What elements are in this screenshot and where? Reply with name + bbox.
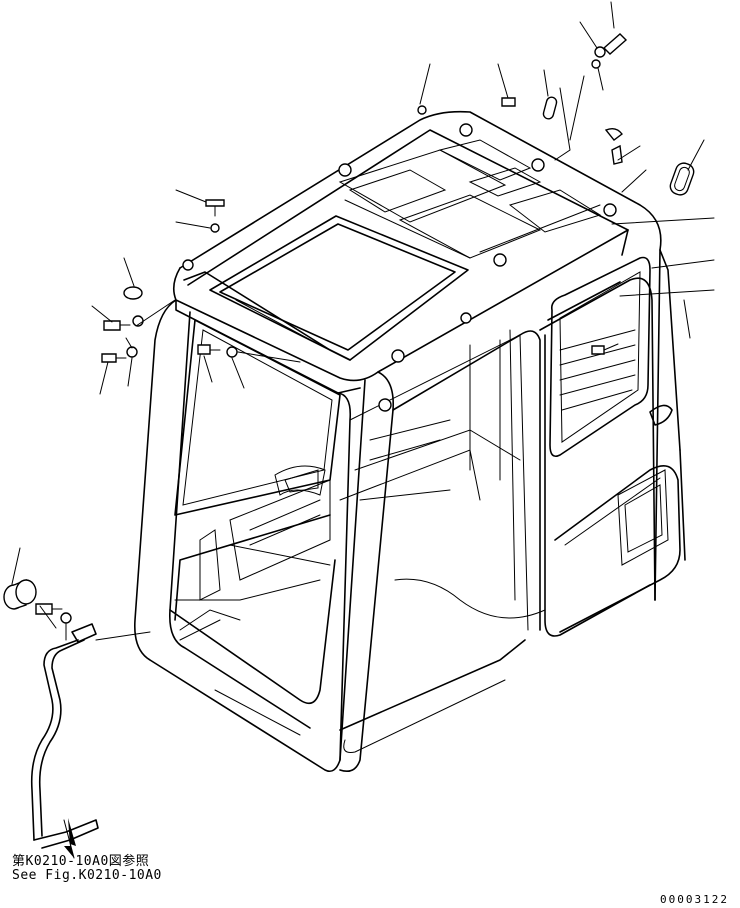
reference-arrow [64, 818, 76, 858]
bushing [3, 578, 37, 610]
drawing-code: 00003122 [660, 893, 729, 906]
bolts-left [101, 199, 238, 363]
door-screw [591, 343, 619, 355]
gasket-ring-top [542, 96, 558, 120]
reference-note-japanese: 第K0210-10A0図参照 [12, 854, 150, 869]
ground-strap [30, 623, 99, 849]
gasket-ring-right [669, 162, 695, 196]
leader-lines [11, 1, 715, 859]
bolt-top-right [591, 33, 628, 69]
bolt-washer-lower [35, 603, 72, 624]
nut-top [417, 97, 516, 115]
reference-note-english: See Fig.K0210-10A0 [12, 868, 162, 883]
cab-body [133, 110, 686, 773]
